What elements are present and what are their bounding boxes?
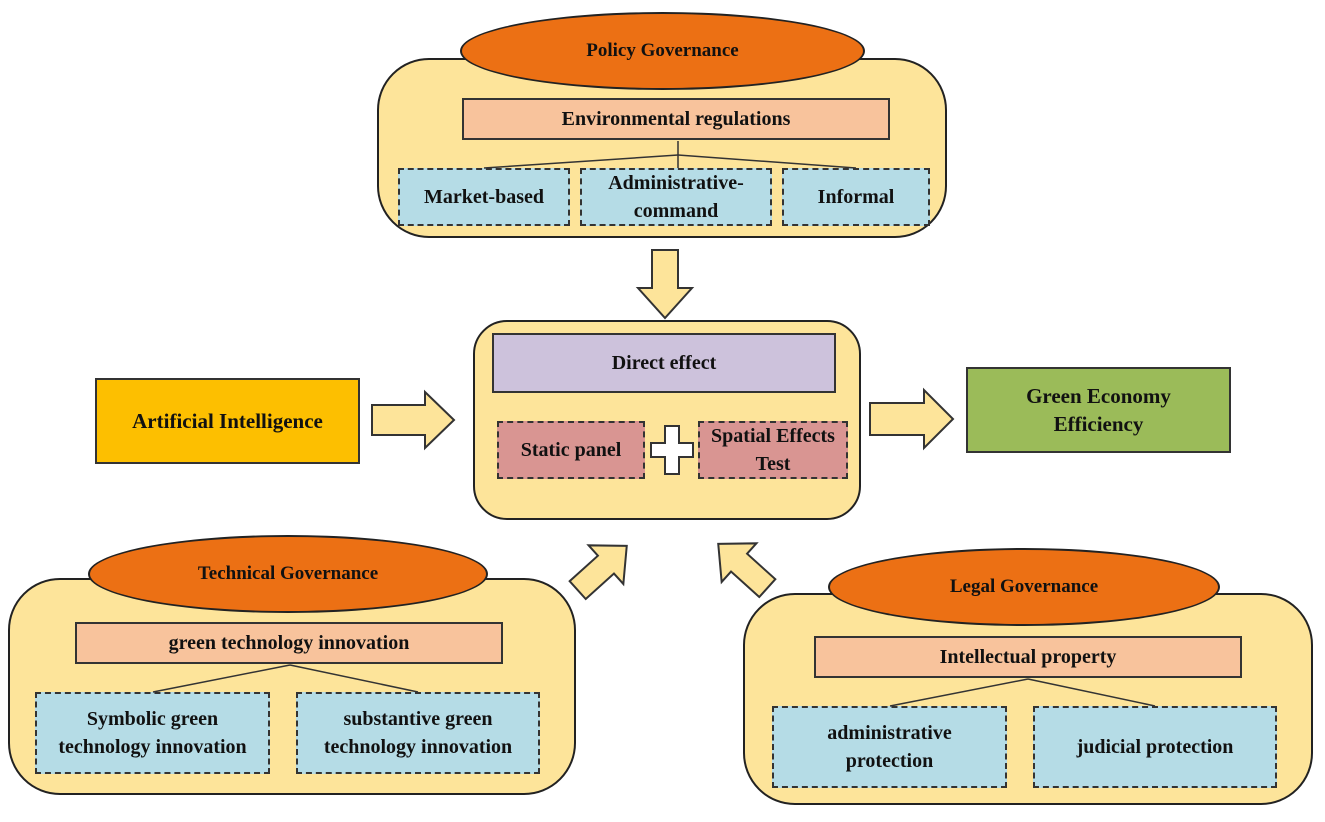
administrative-protection-box: administrative protection xyxy=(772,706,1007,788)
legal-governance-title: Legal Governance xyxy=(828,548,1220,626)
legal-tree-lines xyxy=(889,678,1156,707)
substantive-green-technology-box: substantive green technology innovation xyxy=(296,692,540,774)
diagonal-arrow-icon-legal xyxy=(717,542,777,599)
policy-governance-title-text: Policy Governance xyxy=(586,40,739,61)
policy-tree-lines xyxy=(483,141,857,169)
right-arrow-icon-left xyxy=(371,389,456,451)
technical-governance-title: Technical Governance xyxy=(88,535,488,613)
spatial-effects-test-box: Spatial Effects Test xyxy=(698,421,848,479)
right-arrow-icon-right xyxy=(869,387,955,451)
environmental-regulations-label: Environmental regulations xyxy=(561,107,791,130)
static-panel-label: Static panel xyxy=(520,439,622,461)
diagonal-arrow-icon-technical xyxy=(568,544,628,601)
administrative-command-label: Administrative- command xyxy=(608,172,744,222)
static-panel-box: Static panel xyxy=(497,421,645,479)
technical-governance-title-text: Technical Governance xyxy=(197,563,379,584)
plus-icon xyxy=(650,425,694,475)
symbolic-green-technology-box: Symbolic green technology innovation xyxy=(35,692,270,774)
administrative-protection-label: administrative protection xyxy=(827,722,952,772)
green-economy-efficiency-label: Green Economy Efficiency xyxy=(1026,384,1171,436)
informal-box: Informal xyxy=(782,168,930,226)
artificial-intelligence-box: Artificial Intelligence xyxy=(95,378,360,464)
artificial-intelligence-label: Artificial Intelligence xyxy=(132,408,323,433)
legal-governance-title-text: Legal Governance xyxy=(949,576,1099,597)
direct-effect-box: Direct effect xyxy=(492,333,836,393)
market-based-label: Market-based xyxy=(424,186,544,208)
intellectual-property-label: Intellectual property xyxy=(939,645,1117,668)
green-economy-efficiency-box: Green Economy Efficiency xyxy=(966,367,1231,453)
green-technology-innovation-label: green technology innovation xyxy=(168,631,410,654)
judicial-protection-label: judicial protection xyxy=(1076,736,1234,758)
substantive-green-technology-label: substantive green technology innovation xyxy=(323,708,513,758)
market-based-box: Market-based xyxy=(398,168,570,226)
symbolic-green-technology-label: Symbolic green technology innovation xyxy=(58,708,247,758)
administrative-command-box: Administrative- command xyxy=(580,168,772,226)
informal-label: Informal xyxy=(817,186,895,208)
green-technology-innovation-box: green technology innovation xyxy=(75,622,503,664)
policy-governance-title: Policy Governance xyxy=(460,12,865,90)
intellectual-property-box: Intellectual property xyxy=(814,636,1242,678)
judicial-protection-box: judicial protection xyxy=(1033,706,1277,788)
down-arrow-icon xyxy=(635,249,695,320)
spatial-effects-test-label: Spatial Effects Test xyxy=(711,425,835,475)
direct-effect-label: Direct effect xyxy=(611,351,717,374)
environmental-regulations-box: Environmental regulations xyxy=(462,98,890,140)
technical-tree-lines xyxy=(152,664,419,693)
